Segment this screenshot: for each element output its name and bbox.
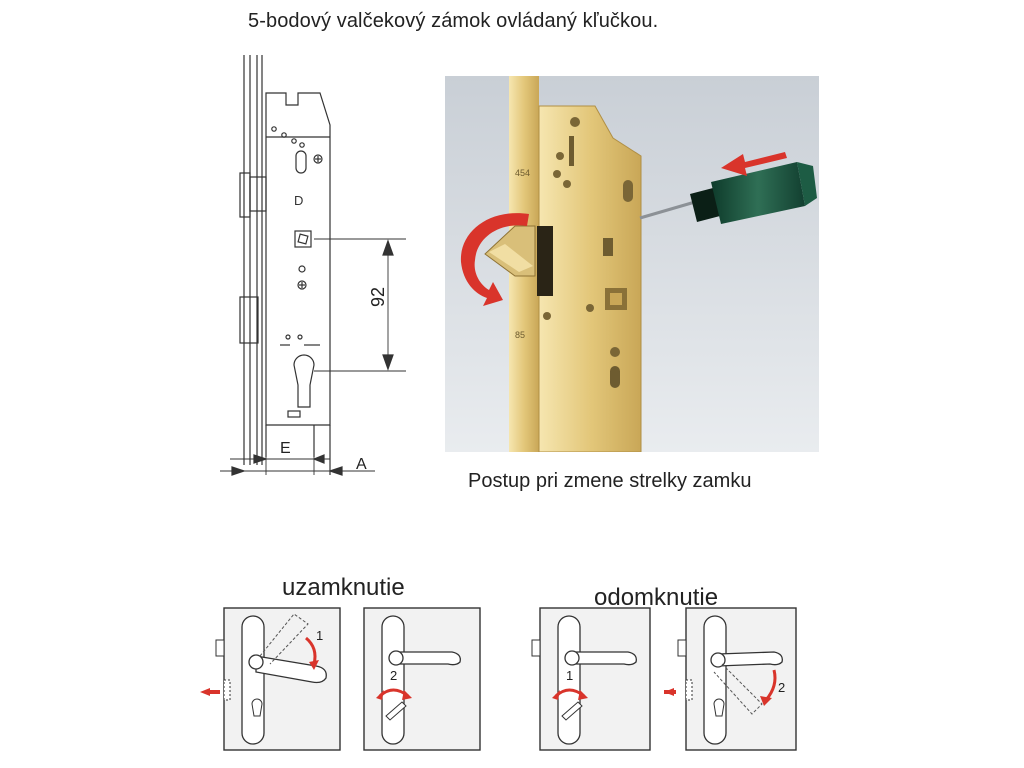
dimension-a-label: A <box>356 456 367 473</box>
lock-push-arrow-icon <box>200 688 220 696</box>
rotate-arrow-icon <box>460 213 529 306</box>
page-title: 5-bodový valčekový zámok ovládaný kľučko… <box>248 10 659 32</box>
svg-text:D: D <box>294 193 303 208</box>
lock-photo: 454 85 <box>445 76 819 452</box>
plate-mark-454: 454 <box>515 168 530 178</box>
lock-steps-illustration: 1 2 <box>200 607 481 751</box>
unlock-steps-illustration: 1 2 <box>531 607 797 751</box>
lock-section-title: uzamknutie <box>282 574 405 601</box>
unlock-step2-label: 2 <box>778 680 785 695</box>
lock-step2-label: 2 <box>390 668 397 683</box>
plate-mark-85: 85 <box>515 330 525 340</box>
dimension-92-label: 92 <box>368 287 388 307</box>
lock-step1-label: 1 <box>316 628 323 643</box>
lock-technical-drawing: D 92 E A <box>220 55 406 476</box>
push-arrow-icon <box>721 152 787 176</box>
unlock-section-title: odomknutie <box>594 584 719 611</box>
dimension-e-label: E <box>280 440 291 457</box>
unlock-step1-label: 1 <box>566 668 573 683</box>
photo-caption: Postup pri zmene strelky zamku <box>468 470 752 492</box>
